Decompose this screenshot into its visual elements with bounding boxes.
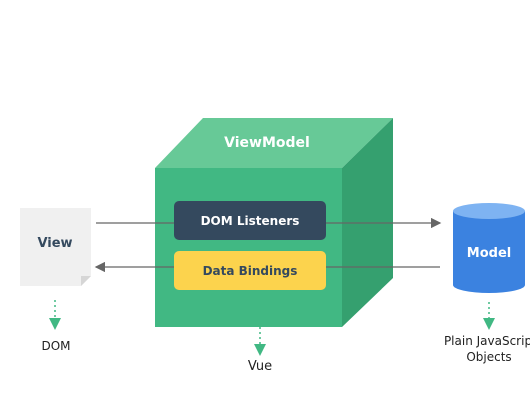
dom-listeners-label: DOM Listeners	[201, 214, 300, 228]
data-bindings-box	[174, 251, 326, 290]
vue-label: Vue	[248, 359, 272, 374]
model-caption-line2: Objects	[466, 350, 511, 364]
data-bindings-label: Data Bindings	[203, 264, 298, 278]
view-label: View	[37, 236, 72, 251]
dom-listeners-box	[174, 201, 326, 240]
model-caption-line1: Plain JavaScrip	[444, 334, 530, 348]
dom-label: DOM	[41, 339, 70, 353]
cube-front-face	[155, 168, 342, 327]
model-cylinder-icon	[453, 203, 525, 293]
viewmodel-label: ViewModel	[224, 135, 310, 151]
cube-top-face	[155, 118, 393, 168]
view-page-icon	[20, 208, 91, 286]
model-label: Model	[467, 246, 511, 261]
